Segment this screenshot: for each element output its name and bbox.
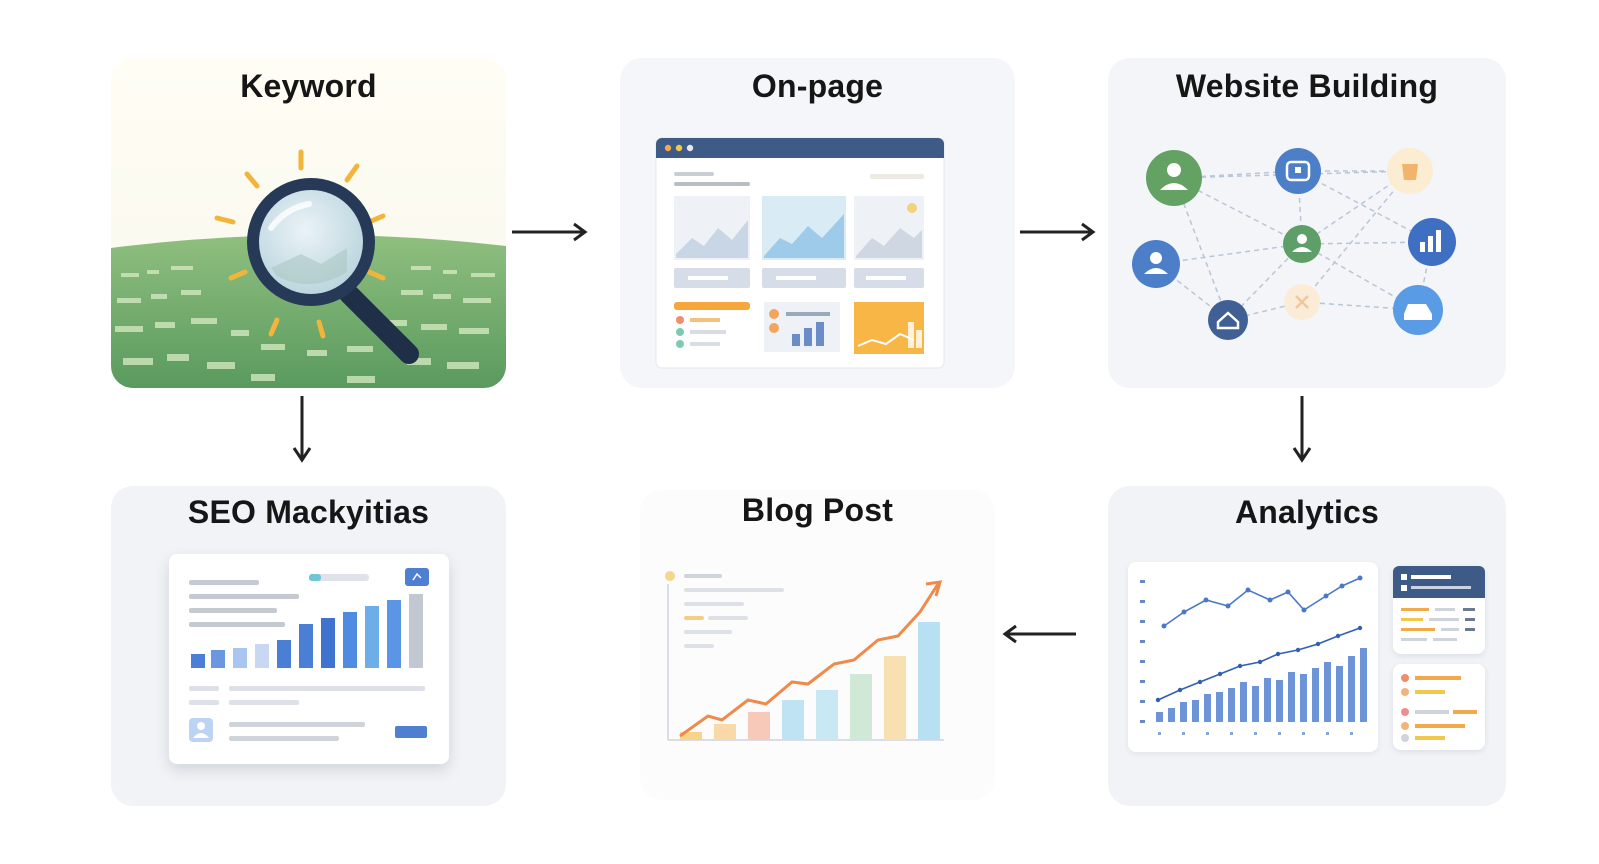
chart-icon — [1408, 218, 1456, 266]
box-icon — [1275, 148, 1321, 194]
user-icon — [1283, 225, 1321, 263]
arrow-down-icon — [1292, 396, 1312, 463]
arrow-right-icon — [512, 222, 588, 242]
analytics-legend-panel — [1393, 664, 1485, 750]
analytics-summary-panel — [1393, 566, 1485, 654]
blog-post-card: Blog Post — [640, 490, 995, 800]
keyword-illustration — [111, 149, 506, 388]
keyword-card: Keyword — [111, 58, 506, 388]
blog-post-title: Blog Post — [741, 492, 894, 528]
seo-dashboard-panel — [169, 554, 449, 764]
onpage-card: On-page — [620, 58, 1015, 388]
analytics-line-bar-chart — [1140, 575, 1367, 735]
website-building-card: Website Building — [1108, 58, 1506, 388]
summary-list — [1393, 566, 1485, 641]
blog-growth-chart — [665, 571, 944, 741]
user-icon — [1146, 150, 1202, 206]
seo-bar-chart — [189, 568, 429, 742]
arrow-left-icon — [1002, 624, 1076, 644]
analytics-card: Analytics — [1108, 486, 1506, 806]
seo-title: SEO Mackyitias — [187, 494, 430, 530]
webpage-mockup-icon — [655, 137, 945, 369]
network-diagram — [1132, 148, 1456, 340]
magnifier-icon — [247, 178, 419, 364]
arrow-down-icon — [292, 396, 312, 463]
website-building-title: Website Building — [1175, 68, 1439, 104]
car-icon — [1393, 285, 1443, 335]
home-icon — [1208, 300, 1248, 340]
close-icon — [1284, 284, 1320, 320]
cup-icon — [1387, 148, 1433, 194]
seo-card: SEO Mackyitias — [111, 486, 506, 806]
arrow-right-icon — [1020, 222, 1096, 242]
analytics-chart-panel — [1128, 562, 1378, 752]
onpage-title: On-page — [751, 68, 884, 104]
user-icon — [1132, 240, 1180, 288]
analytics-title: Analytics — [1234, 494, 1380, 530]
legend-list — [1401, 674, 1477, 742]
keyword-title: Keyword — [240, 68, 377, 104]
